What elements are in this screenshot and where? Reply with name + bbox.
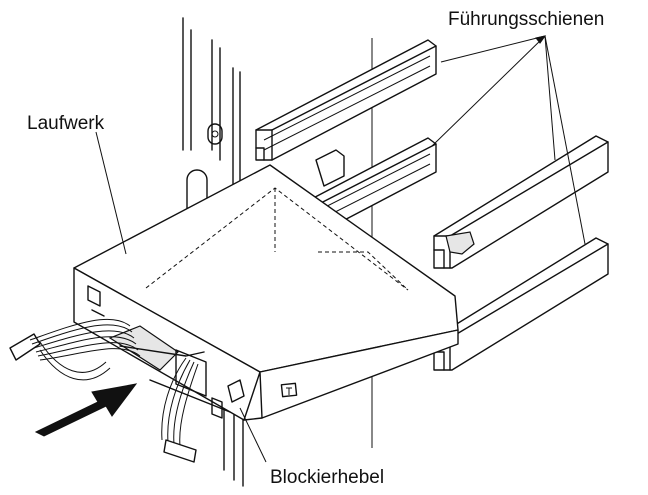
drive-pointer — [95, 131, 127, 255]
ribbon-cable — [9, 318, 141, 381]
lock-lever-label: Blockierhebel — [270, 467, 385, 488]
lock-lever-pointer — [239, 407, 267, 463]
guide-rails-pointers — [431, 35, 586, 245]
drive-unit — [73, 164, 459, 421]
guide-rails-label: Führungsschienen — [448, 9, 605, 30]
insertion-direction-arrow — [34, 383, 138, 437]
rail-stop-block — [315, 149, 345, 187]
guide-rail-right-upper — [433, 135, 609, 269]
drive-label: Laufwerk — [27, 113, 105, 134]
guide-rail-upper — [255, 39, 437, 161]
power-cable — [161, 357, 199, 463]
